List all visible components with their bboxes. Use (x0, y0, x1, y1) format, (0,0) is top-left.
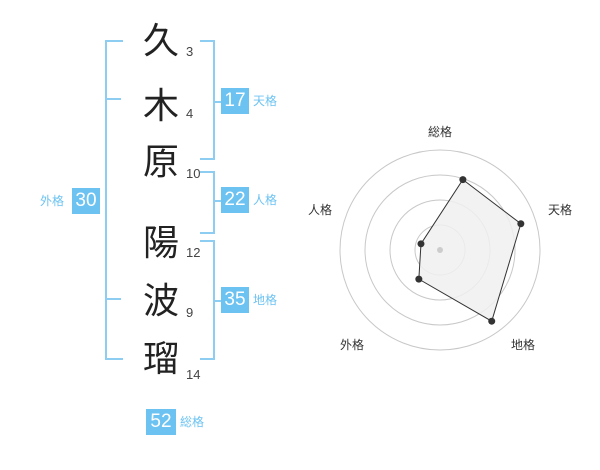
radar-center-dot (437, 247, 443, 253)
axis-label-soukaku: 総格 (428, 125, 453, 139)
stroke-count-5: 9 (186, 305, 194, 320)
axis-label-jinkaku: 人格 (308, 203, 333, 217)
gaikaku-bracket-tick (105, 298, 121, 300)
stroke-count-2: 4 (186, 106, 194, 121)
stroke-count-1: 3 (186, 44, 194, 59)
name-char-2: 木 (142, 86, 179, 127)
axis-label-tenkaku: 天格 (548, 203, 573, 217)
radar-chart (339, 149, 541, 351)
radar-ring (339, 149, 541, 351)
tenkaku-label: 天格 (253, 94, 278, 108)
gaikaku-bracket-tick (105, 98, 121, 100)
chikaku-value-badge: 35 (221, 287, 249, 313)
jinkaku-connector (213, 200, 221, 202)
name-char-6: 瑠 (142, 339, 179, 380)
jinkaku-bracket (200, 171, 215, 234)
gaikaku-bracket (105, 40, 123, 360)
stroke-count-3: 10 (186, 166, 201, 181)
radar-area (418, 178, 522, 322)
chikaku-connector (213, 300, 221, 302)
radar-point-4 (415, 275, 423, 283)
tenkaku-connector (213, 101, 221, 103)
axis-label-chikaku: 地格 (511, 338, 536, 352)
gaikaku-label: 外格 (40, 194, 65, 208)
soukaku-label: 総格 (180, 415, 205, 429)
radar-point-3 (488, 317, 496, 325)
chikaku-label: 地格 (253, 293, 278, 307)
radar-ring (364, 174, 516, 326)
name-char-5: 波 (142, 281, 179, 322)
jinkaku-label: 人格 (253, 193, 278, 207)
stroke-count-4: 12 (186, 245, 201, 260)
radar-point-1 (459, 176, 467, 184)
jinkaku-value-badge: 22 (221, 187, 249, 213)
radar-point-2 (517, 220, 525, 228)
stroke-count-6: 14 (186, 367, 201, 382)
soukaku-value-badge: 52 (146, 409, 176, 435)
radar-point-5 (417, 240, 425, 248)
name-char-4: 陽 (142, 223, 179, 264)
gaikaku-value-badge: 30 (72, 188, 100, 214)
name-char-3: 原 (142, 142, 179, 183)
axis-label-gaikaku: 外格 (340, 338, 365, 352)
name-char-1: 久 (142, 21, 179, 62)
tenkaku-value-badge: 17 (221, 88, 249, 114)
tenkaku-bracket (200, 40, 215, 160)
